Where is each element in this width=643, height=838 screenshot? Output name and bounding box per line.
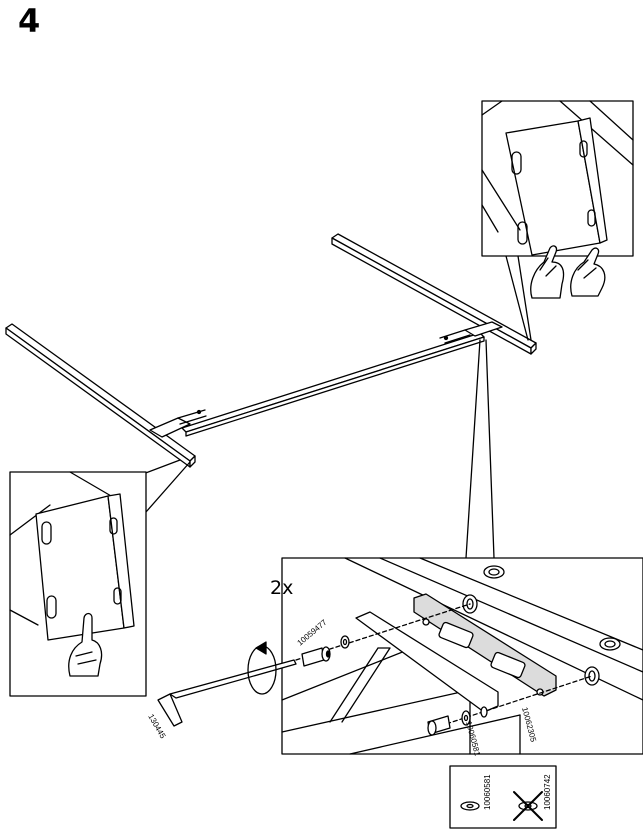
legend-label-correct: 10060581 [483,774,492,810]
quantity-label: 2x [270,577,293,599]
detail-box-top-right [481,100,634,341]
part-label-allen-key: 130445 [146,713,167,741]
washer-legend [449,765,557,829]
screw-bottom [427,706,488,736]
frame-bracket-right [439,321,503,344]
legend-label-wrong: 10060742 [543,774,552,810]
allen-key [157,641,297,727]
screw-top [301,635,350,667]
detail-box-large [281,557,643,755]
cross-bar [181,332,485,437]
left-rail [5,323,196,468]
step-number: 4 [18,2,41,40]
detail-box-left [9,459,191,697]
frame-bracket-left [149,409,207,438]
